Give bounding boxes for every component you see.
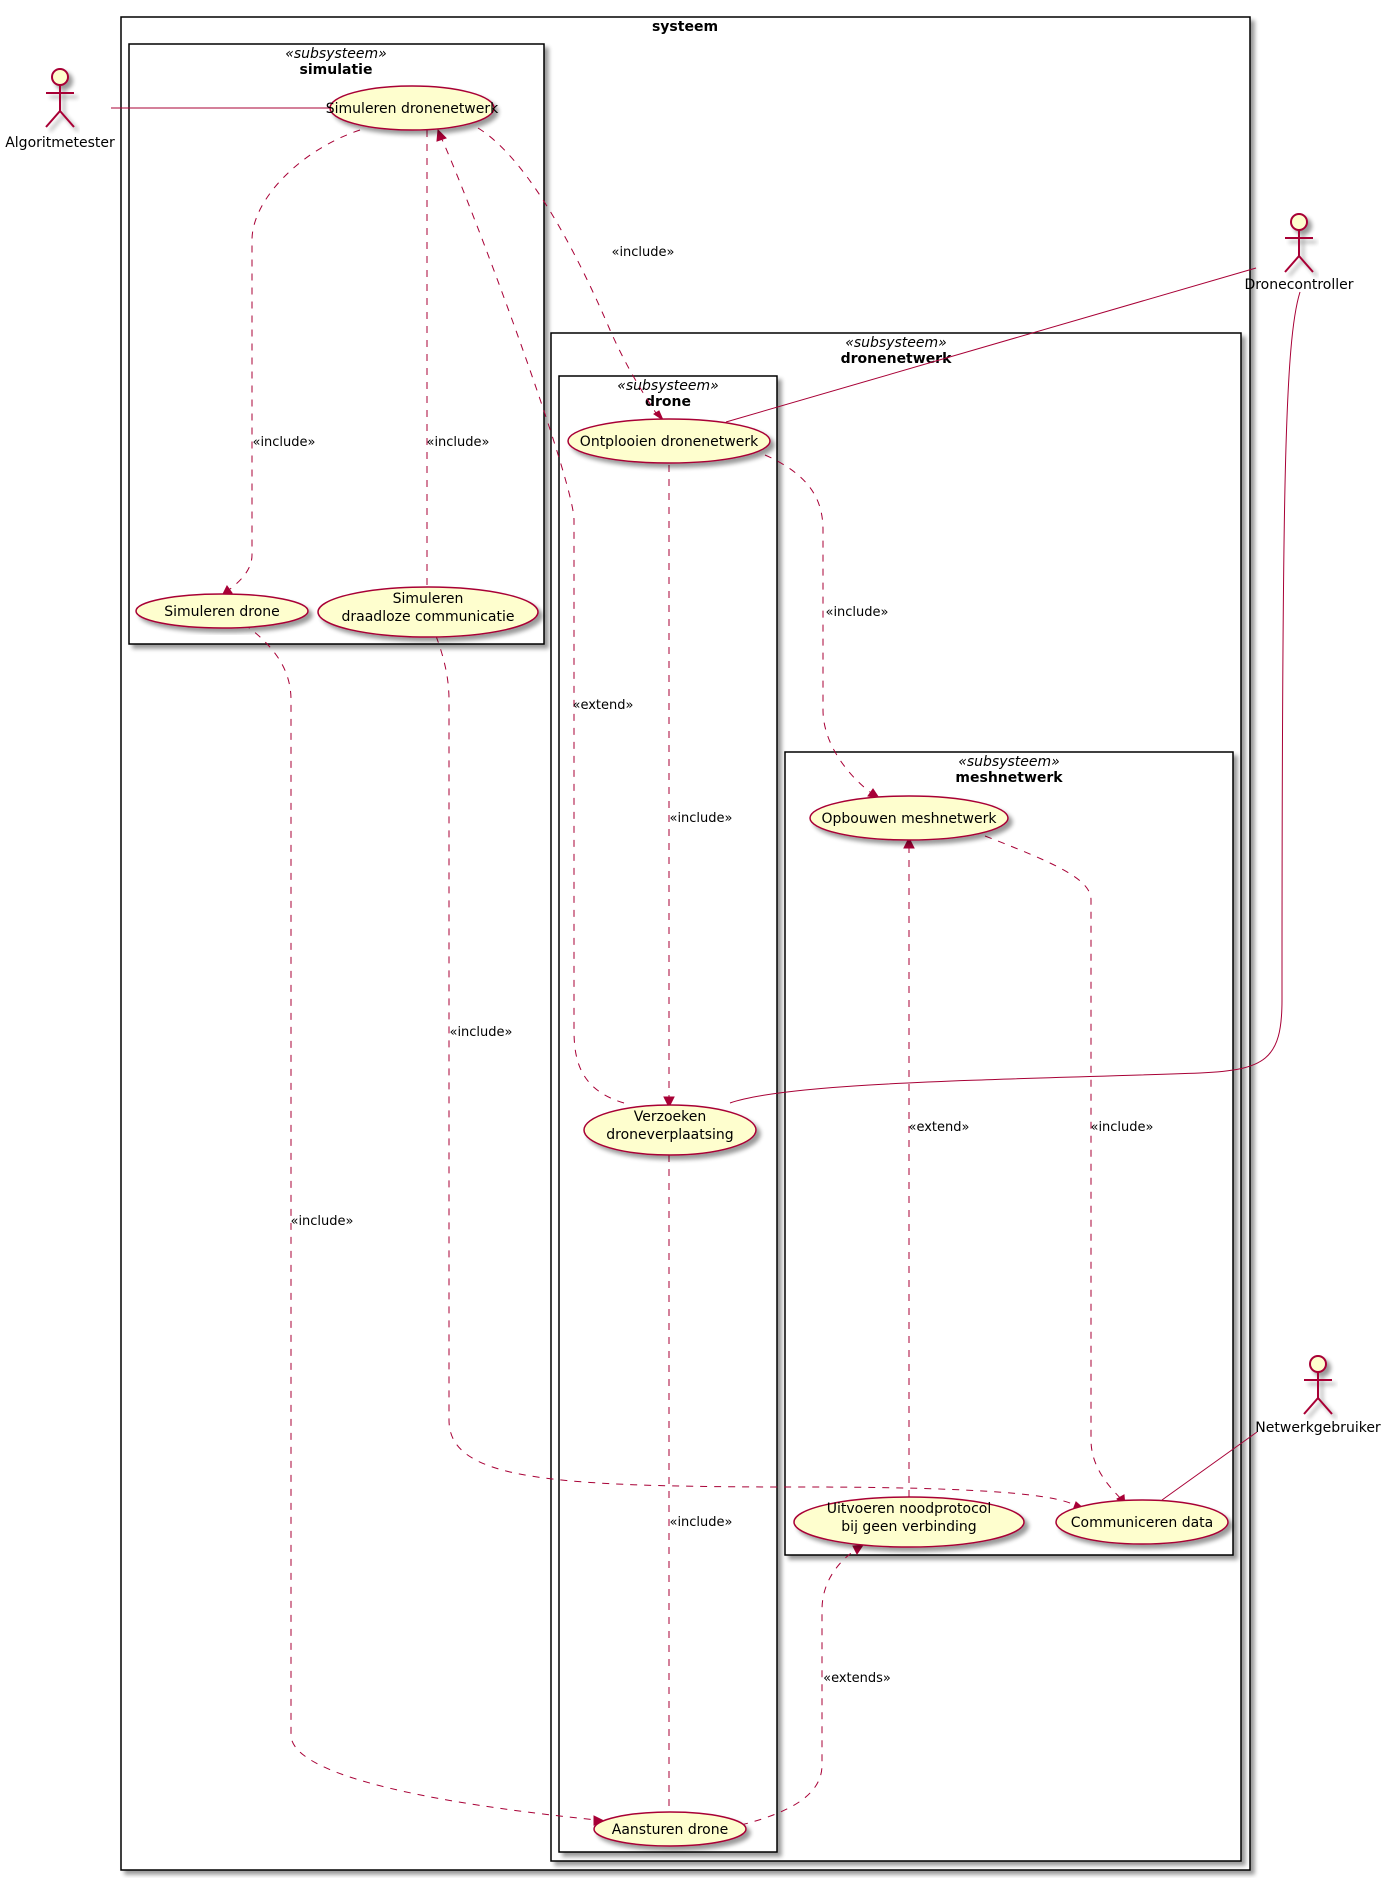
subsystem-meshnetwerk: «subsysteem» meshnetwerk <box>784 751 1234 1556</box>
relation-label: «include» <box>669 1515 732 1530</box>
usecase-label: Simuleren drone <box>164 604 280 620</box>
relation-label: «include» <box>1090 1120 1153 1135</box>
system-title: systeem <box>652 19 718 35</box>
assoc-netwerkgebruiker-communiceren <box>1161 1431 1258 1501</box>
actor-label: Dronecontroller <box>1244 277 1353 293</box>
usecase-verzoeken-droneverplaatsing[interactable]: Verzoeken droneverplaatsing <box>583 1104 757 1156</box>
usecase-label: Simuleren dronenetwerk <box>326 101 499 117</box>
usecase-communiceren-data[interactable]: Communiceren data <box>1055 1499 1229 1545</box>
usecase-label: Aansturen drone <box>612 1822 728 1838</box>
assoc-dronecontroller-ontplooien <box>725 267 1257 423</box>
subsystem-title: simulatie <box>300 62 373 78</box>
relation-label: «include» <box>252 435 315 450</box>
dep-verzoeken-extend-sim <box>439 134 625 1104</box>
usecase-label: Uitvoeren noodprotocol <box>827 1501 991 1517</box>
usecase-label: draadloze communicatie <box>342 609 515 625</box>
subsystem-title: dronenetwerk <box>841 351 952 367</box>
stick-figure-icon <box>1284 213 1314 273</box>
dep-aansturen-extends-nood <box>740 1547 859 1826</box>
dep-ontplooien-mesh <box>764 454 875 796</box>
usecase-uitvoeren-noodprotocol[interactable]: Uitvoeren noodprotocol bij geen verbindi… <box>793 1496 1025 1548</box>
arrowhead <box>436 128 447 142</box>
stereotype-label: «subsysteem» <box>845 335 947 351</box>
arrowhead <box>653 410 665 422</box>
usecase-label: Simuleren <box>393 591 464 607</box>
actor-dronecontroller[interactable]: Dronecontroller <box>1244 213 1354 293</box>
stereotype-label: «subsysteem» <box>617 378 719 394</box>
usecase-label: bij geen verbinding <box>841 1519 976 1535</box>
dep-draadloze-communiceren <box>435 635 1079 1508</box>
relation-label: «include» <box>669 811 732 826</box>
relation-label: «extends» <box>823 1671 891 1686</box>
relation-label: «include» <box>449 1025 512 1040</box>
stereotype-label: «subsysteem» <box>285 46 387 62</box>
dep-sim-simdrone <box>225 129 361 593</box>
actor-label: Netwerkgebruiker <box>1255 1420 1381 1436</box>
dependencies: «include» «include» «include» «include» … <box>221 127 1154 1827</box>
relation-label: «include» <box>426 435 489 450</box>
usecase-simuleren-dronenetwerk[interactable]: Simuleren dronenetwerk <box>326 85 499 131</box>
usecase-simuleren-drone[interactable]: Simuleren drone <box>135 593 309 629</box>
subsystem-title: meshnetwerk <box>955 770 1063 786</box>
usecase-opbouwen-meshnetwerk[interactable]: Opbouwen meshnetwerk <box>809 795 1009 841</box>
actor-algoritmetester[interactable]: Algoritmetester <box>5 68 115 151</box>
relation-label: «include» <box>611 245 674 260</box>
usecase-ontplooien-dronenetwerk[interactable]: Ontplooien dronenetwerk <box>567 418 771 464</box>
stereotype-label: «subsysteem» <box>958 754 1060 770</box>
dep-mesh-communiceren <box>984 835 1123 1501</box>
usecase-label: droneverplaatsing <box>606 1127 733 1143</box>
usecase-label: Verzoeken <box>634 1109 706 1125</box>
stick-figure-icon <box>45 68 75 128</box>
subsystem-simulatie: «subsysteem» simulatie <box>128 43 545 645</box>
usecase-label: Communiceren data <box>1071 1515 1213 1531</box>
relation-label: «include» <box>825 605 888 620</box>
subsystem-title: drone <box>645 394 691 410</box>
relation-label: «extend» <box>573 698 634 713</box>
arrowhead <box>663 1096 675 1109</box>
relation-label: «include» <box>290 1214 353 1229</box>
usecase-simuleren-draadloze-communicatie[interactable]: Simuleren draadloze communicatie <box>317 586 539 638</box>
assoc-dronecontroller-verzoeken <box>729 291 1301 1104</box>
actor-label: Algoritmetester <box>5 135 115 151</box>
arrowhead <box>903 836 915 849</box>
stick-figure-icon <box>1303 1355 1333 1415</box>
usecase-label: Ontplooien dronenetwerk <box>580 434 759 450</box>
actor-netwerkgebruiker[interactable]: Netwerkgebruiker <box>1255 1355 1381 1436</box>
relation-label: «extend» <box>909 1120 970 1135</box>
usecase-aansturen-drone[interactable]: Aansturen drone <box>593 1811 747 1847</box>
usecase-label: Opbouwen meshnetwerk <box>822 811 998 827</box>
associations <box>111 107 1301 1501</box>
arrowhead <box>852 1544 865 1555</box>
